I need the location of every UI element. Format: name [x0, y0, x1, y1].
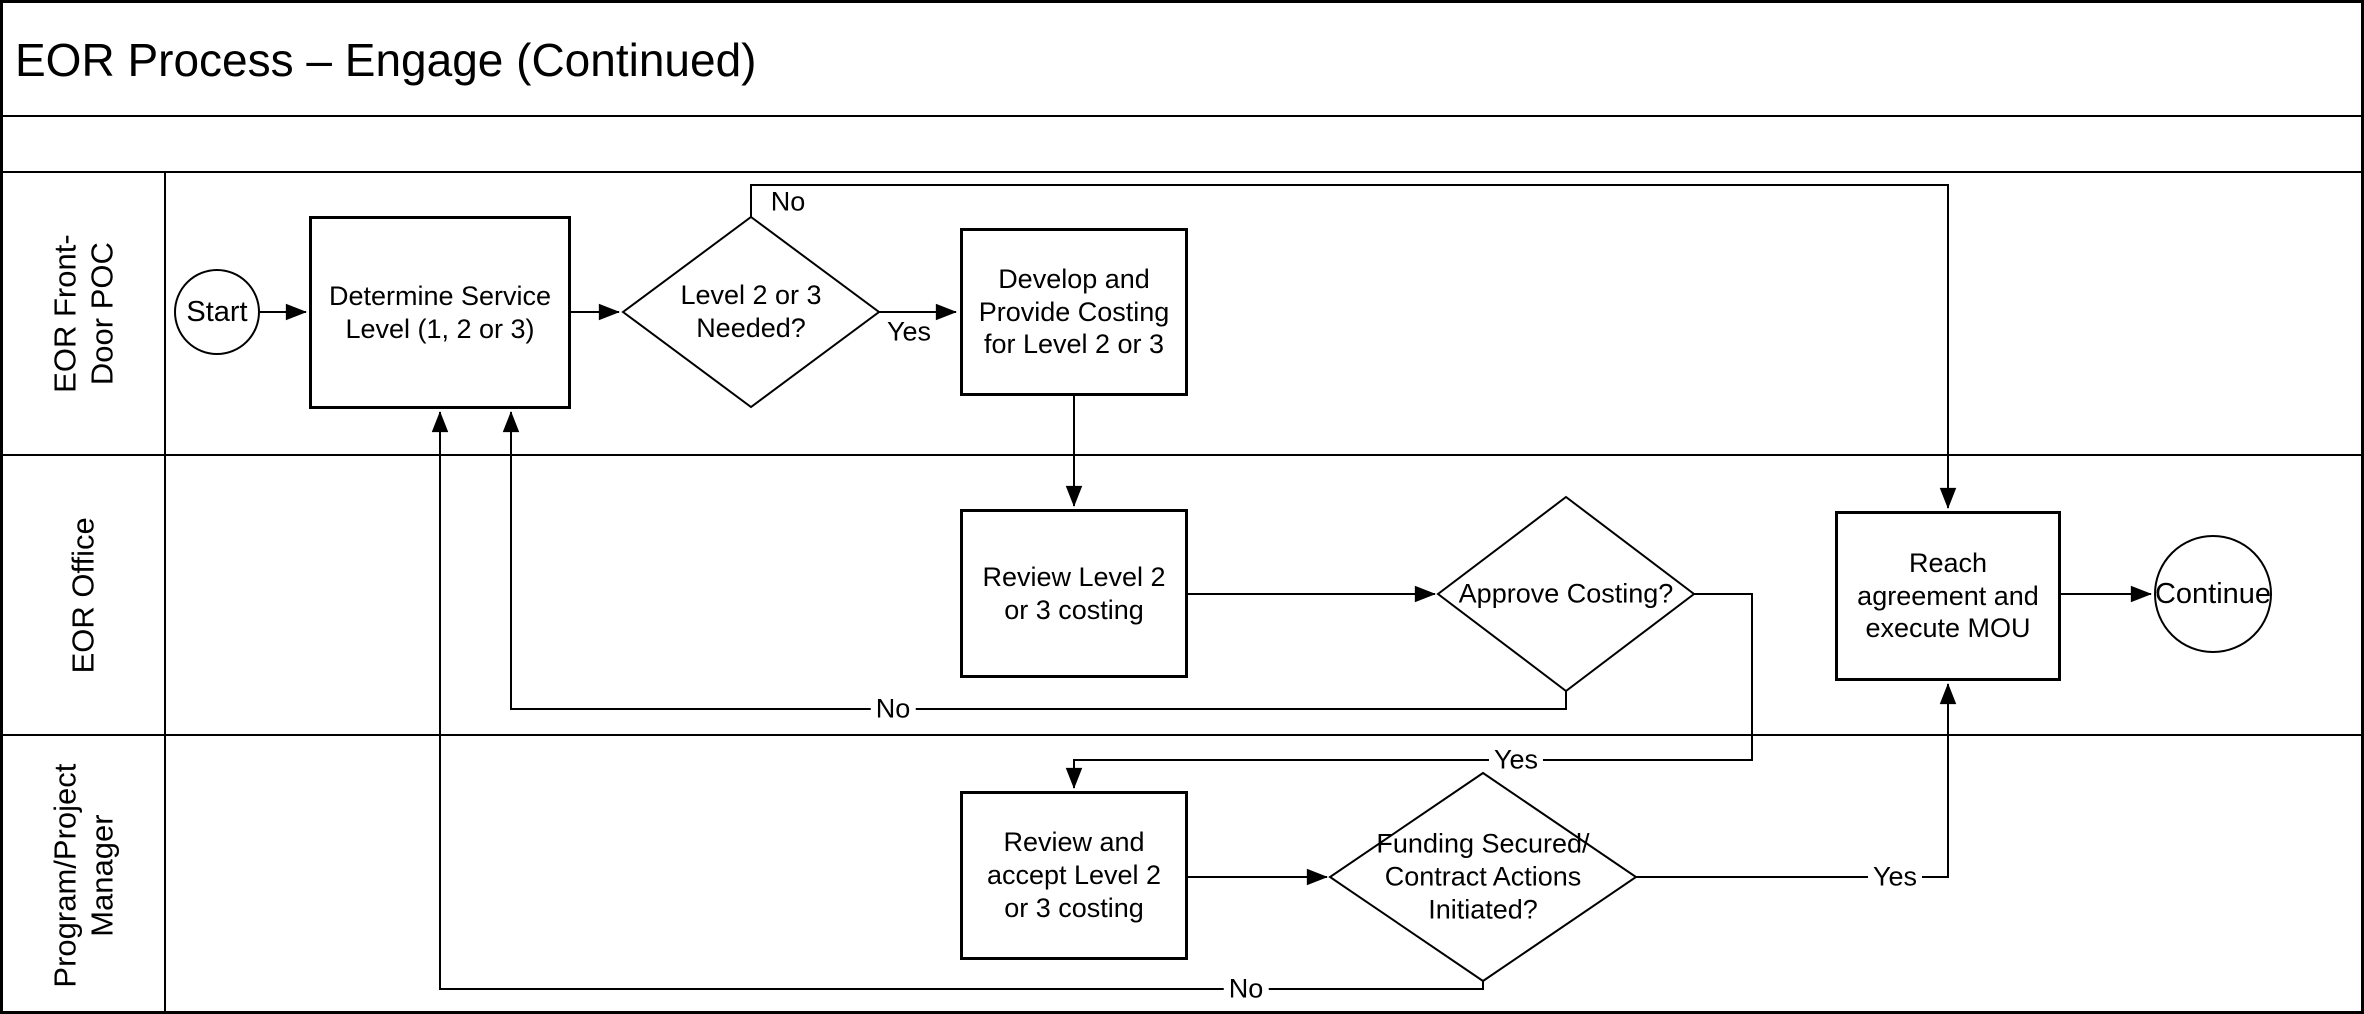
- determine-service-level-box: Determine Service Level (1, 2 or 3): [309, 216, 571, 409]
- edge-label-level-needed-no: No: [770, 186, 806, 217]
- edge-approve-no-to-determine: [502, 411, 1567, 710]
- develop-provide-costing-box: Develop and Provide Costing for Level 2 …: [960, 228, 1188, 396]
- review-accept-costing-box: Review and accept Level 2 or 3 costing: [960, 791, 1188, 960]
- review-accept-costing-label: Review and accept Level 2 or 3 costing: [986, 827, 1162, 923]
- start-node: Start: [174, 269, 260, 355]
- phase-row: [3, 116, 2361, 172]
- edge-label-funding-no: No: [1223, 973, 1269, 1005]
- review-costing-label: Review Level 2 or 3 costing: [982, 561, 1166, 625]
- reach-agreement-label: Reach agreement and execute MOU: [1857, 547, 2039, 644]
- funding-secured-label: Funding Secured/ Contract Actions Initia…: [1376, 828, 1590, 925]
- edge-label-approve-no: No: [870, 693, 916, 725]
- reach-agreement-box: Reach agreement and execute MOU: [1835, 511, 2061, 681]
- lane-program-project-manager: Program/Project Manager: [3, 735, 165, 1011]
- edge-label-level-needed-yes: Yes: [886, 316, 932, 347]
- edge-funding-no-to-determine: [431, 411, 1484, 990]
- decision-funding-secured: [1328, 771, 1638, 983]
- start-node-label: Start: [186, 295, 248, 328]
- develop-provide-costing-label: Develop and Provide Costing for Level 2 …: [978, 263, 1170, 360]
- edge-label-funding-yes: Yes: [1867, 861, 1923, 893]
- level-2-or-3-needed-label: Level 2 or 3 Needed?: [680, 280, 822, 343]
- lane-label: EOR Office: [65, 516, 101, 674]
- lane-label: Program/Project Manager: [47, 764, 119, 988]
- diagram-canvas: [3, 115, 2361, 1011]
- page-title: EOR Process – Engage (Continued): [3, 3, 2361, 116]
- decision-approve-costing: [1436, 495, 1696, 693]
- decision-level-2-or-3-needed: [621, 215, 881, 409]
- approve-costing-label: Approve Costing?: [1458, 578, 1674, 609]
- review-costing-box: Review Level 2 or 3 costing: [960, 509, 1188, 678]
- determine-service-level-label: Determine Service Level (1, 2 or 3): [328, 280, 552, 344]
- page-title-text: EOR Process – Engage (Continued): [15, 33, 757, 86]
- edge-approve-yes-to-review-accept: [1065, 593, 1753, 789]
- edge-level-needed-no-to-reach-agreement: [750, 184, 1957, 509]
- continue-node: Continue: [2154, 535, 2272, 653]
- continue-node-label: Continue: [2154, 577, 2272, 610]
- edge-funding-yes-to-reach-agreement: [1636, 683, 1957, 878]
- lane-eor-front-door-poc: EOR Front-Door POC: [3, 172, 165, 455]
- lane-eor-office: EOR Office: [3, 455, 165, 735]
- edge-label-approve-yes: Yes: [1488, 744, 1544, 776]
- lane-label: EOR Front-Door POC: [47, 234, 119, 393]
